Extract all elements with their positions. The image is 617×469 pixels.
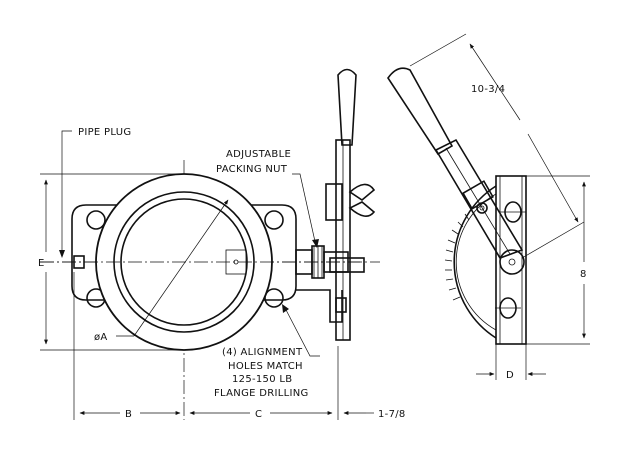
side-view (387, 67, 527, 345)
alignment-label-2: HOLES MATCH (228, 361, 303, 372)
lower-bracket (296, 289, 343, 323)
dim-handle-label: 10-3/4 (471, 84, 505, 95)
side-handle-grip (387, 67, 454, 156)
dim-c-label: C (255, 409, 262, 420)
dim-e-label: E (38, 258, 45, 269)
dim-b-label: B (125, 409, 132, 420)
wing-nut-bottom (348, 201, 376, 217)
pivot-hub (499, 249, 525, 275)
dim-d-label: D (506, 370, 514, 381)
quadrant-notches (444, 213, 470, 301)
lock-block (325, 183, 343, 221)
pipe-plug-label: PIPE PLUG (78, 127, 131, 138)
dim-side-label: 1-7/8 (378, 409, 406, 420)
pipe-plug (73, 255, 85, 269)
alignment-label-3: 125-150 LB (232, 374, 292, 385)
dim-8-label: 8 (580, 269, 587, 280)
front-view (40, 68, 380, 420)
quadrant-plate (453, 185, 497, 339)
left-flange-ear (71, 204, 119, 301)
alignment-hole-top-left (86, 210, 106, 230)
right-flange-ear (249, 204, 297, 301)
adjustable-label: ADJUSTABLE (226, 149, 291, 160)
side-handle-arm (434, 138, 524, 259)
dim-a-label: øA (94, 332, 108, 343)
wing-nut-top (348, 183, 376, 201)
dimensions (40, 33, 590, 420)
alignment-label-1: (4) ALIGNMENT (222, 347, 303, 358)
side-body (495, 175, 527, 345)
alignment-hole-top-right (264, 210, 284, 230)
handle-grip (337, 68, 357, 146)
disc-hub (225, 249, 247, 275)
packing-nut-label: PACKING NUT (216, 164, 288, 175)
labels: PIPE PLUG ADJUSTABLE PACKING NUT (4) ALI… (38, 84, 587, 420)
alignment-label-4: FLANGE DRILLING (214, 388, 309, 399)
